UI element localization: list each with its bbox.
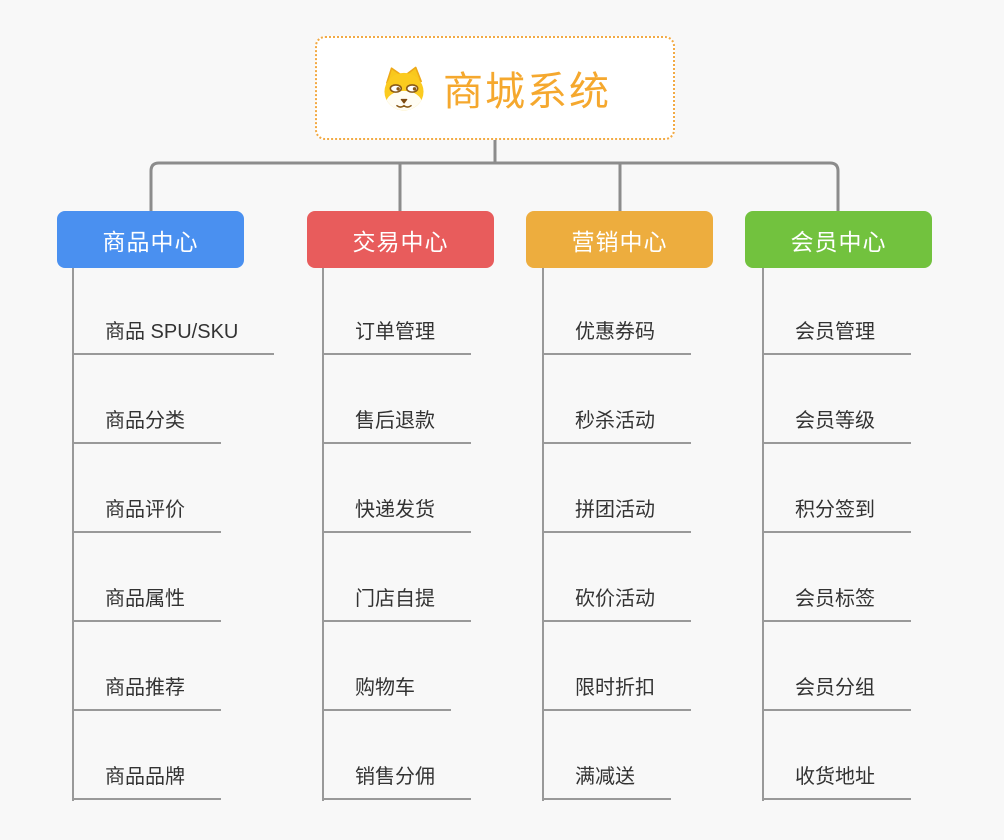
leaf-node-express-delivery[interactable]: 快递发货 xyxy=(322,498,471,533)
leaf-column-product: 商品 SPU/SKU 商品分类 商品评价 商品属性 商品推荐 商品品牌 xyxy=(72,266,322,800)
root-node-mall-system[interactable]: 商城系统 xyxy=(315,36,675,140)
leaf-item: 会员等级 xyxy=(762,355,1004,444)
leaf-node-member-level[interactable]: 会员等级 xyxy=(762,409,911,444)
leaf-item: 商品属性 xyxy=(72,533,322,622)
leaf-node-product-review[interactable]: 商品评价 xyxy=(72,498,221,533)
leaf-node-product-recommend[interactable]: 商品推荐 xyxy=(72,676,221,711)
leaf-item: 商品评价 xyxy=(72,444,322,533)
leaf-node-product-attribute[interactable]: 商品属性 xyxy=(72,587,221,622)
leaf-item: 收货地址 xyxy=(762,711,1004,800)
leaf-item: 秒杀活动 xyxy=(542,355,792,444)
leaf-node-shopping-cart[interactable]: 购物车 xyxy=(322,676,451,711)
leaf-item: 满减送 xyxy=(542,711,792,800)
leaf-column-member: 会员管理 会员等级 积分签到 会员标签 会员分组 收货地址 xyxy=(762,266,1004,800)
leaf-node-member-group[interactable]: 会员分组 xyxy=(762,676,911,711)
branch-node-marketing-center[interactable]: 营销中心 xyxy=(526,211,713,268)
leaf-node-member-tag[interactable]: 会员标签 xyxy=(762,587,911,622)
leaf-item: 商品 SPU/SKU xyxy=(72,266,322,355)
leaf-item: 砍价活动 xyxy=(542,533,792,622)
branch-spine xyxy=(72,268,74,801)
leaf-item: 会员分组 xyxy=(762,622,1004,711)
leaf-item: 限时折扣 xyxy=(542,622,792,711)
branch-spine xyxy=(542,268,544,801)
leaf-item: 优惠券码 xyxy=(542,266,792,355)
root-title: 商城系统 xyxy=(443,70,611,114)
leaf-item: 会员标签 xyxy=(762,533,1004,622)
leaf-node-coupon-code[interactable]: 优惠券码 xyxy=(542,320,691,355)
leaf-node-product-brand[interactable]: 商品品牌 xyxy=(72,765,221,800)
leaf-item: 售后退款 xyxy=(322,355,572,444)
branch-node-product-center[interactable]: 商品中心 xyxy=(57,211,244,268)
leaf-column-trade: 订单管理 售后退款 快递发货 门店自提 购物车 销售分佣 xyxy=(322,266,572,800)
leaf-item: 销售分佣 xyxy=(322,711,572,800)
leaf-item: 订单管理 xyxy=(322,266,572,355)
leaf-node-order-management[interactable]: 订单管理 xyxy=(322,320,471,355)
leaf-node-sales-commission[interactable]: 销售分佣 xyxy=(322,765,471,800)
branch-spine xyxy=(762,268,764,801)
leaf-item: 快递发货 xyxy=(322,444,572,533)
leaf-node-aftersale-refund[interactable]: 售后退款 xyxy=(322,409,471,444)
leaf-item: 拼团活动 xyxy=(542,444,792,533)
leaf-node-limited-time-discount[interactable]: 限时折扣 xyxy=(542,676,691,711)
dog-icon xyxy=(379,65,429,112)
leaf-node-product-category[interactable]: 商品分类 xyxy=(72,409,221,444)
leaf-item: 商品推荐 xyxy=(72,622,322,711)
leaf-node-full-reduction[interactable]: 满减送 xyxy=(542,765,671,800)
branch-spine xyxy=(322,268,324,801)
branch-label: 会员中心 xyxy=(790,228,887,255)
leaf-node-points-checkin[interactable]: 积分签到 xyxy=(762,498,911,533)
branch-node-trade-center[interactable]: 交易中心 xyxy=(307,211,494,268)
leaf-item: 积分签到 xyxy=(762,444,1004,533)
branch-label: 商品中心 xyxy=(102,228,199,255)
branch-label: 交易中心 xyxy=(352,228,449,255)
leaf-item: 商品品牌 xyxy=(72,711,322,800)
branch-label: 营销中心 xyxy=(571,228,668,255)
leaf-item: 商品分类 xyxy=(72,355,322,444)
leaf-item: 门店自提 xyxy=(322,533,572,622)
leaf-node-bargain-activity[interactable]: 砍价活动 xyxy=(542,587,691,622)
leaf-node-product-spu-sku[interactable]: 商品 SPU/SKU xyxy=(72,320,275,355)
leaf-item: 会员管理 xyxy=(762,266,1004,355)
leaf-item: 购物车 xyxy=(322,622,572,711)
branch-node-member-center[interactable]: 会员中心 xyxy=(745,211,932,268)
leaf-node-store-pickup[interactable]: 门店自提 xyxy=(322,587,471,622)
leaf-node-flash-sale[interactable]: 秒杀活动 xyxy=(542,409,691,444)
leaf-node-shipping-address[interactable]: 收货地址 xyxy=(762,765,911,800)
leaf-node-group-buy[interactable]: 拼团活动 xyxy=(542,498,691,533)
leaf-column-marketing: 优惠券码 秒杀活动 拼团活动 砍价活动 限时折扣 满减送 xyxy=(542,266,792,800)
leaf-node-member-management[interactable]: 会员管理 xyxy=(762,320,911,355)
